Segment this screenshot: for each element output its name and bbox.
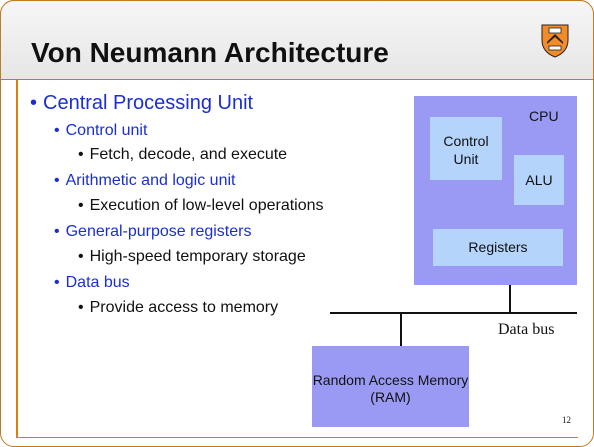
bullet-heading-text: Central Processing Unit [43, 92, 254, 114]
bullet-item-label: Data bus [65, 274, 130, 291]
bullet-subitem-text: Fetch, decode, and execute [89, 146, 288, 163]
bullet-item: •Data bus [54, 274, 130, 291]
registers-label: Registers [468, 239, 528, 255]
bullet-subitem-text: High-speed temporary storage [89, 248, 306, 265]
slide-title: Von Neumann Architecture [31, 37, 389, 68]
bullet-subitem: •Provide access to memory [78, 299, 279, 316]
bottom-accent-rule [16, 437, 578, 438]
bullet-heading: •Central Processing Unit [30, 92, 254, 114]
bullet-item-label: General-purpose registers [65, 223, 252, 240]
bullet-subitem: •High-speed temporary storage [78, 248, 306, 265]
control-unit-box [430, 117, 502, 180]
bullet-item: •General-purpose registers [54, 223, 252, 240]
bullet-item-label: Control unit [65, 122, 148, 139]
bullet-item: •Arithmetic and logic unit [54, 172, 236, 189]
page-number: 12 [562, 415, 571, 425]
bullet-item-label: Arithmetic and logic unit [65, 172, 236, 189]
bullet-subitem-text: Execution of low-level operations [89, 197, 324, 214]
ram-label: Random Access Memory (RAM) [312, 372, 469, 405]
control-unit-label: Control Unit [443, 133, 489, 167]
title-bar: Von Neumann Architecture [0, 0, 594, 80]
alu-label: ALU [525, 172, 553, 188]
registers-box [433, 229, 563, 266]
princeton-shield-icon [541, 24, 569, 58]
bullet-subitem: •Fetch, decode, and execute [78, 146, 288, 163]
bullet-subitem-text: Provide access to memory [89, 299, 279, 316]
bullet-item: •Control unit [54, 122, 148, 139]
cpu-label: CPU [529, 108, 559, 124]
left-accent-rule [16, 80, 18, 438]
alu-box [514, 155, 564, 205]
ram-box [312, 346, 469, 427]
bullet-subitem: •Execution of low-level operations [78, 197, 324, 214]
data-bus-label: Data bus [498, 321, 555, 338]
